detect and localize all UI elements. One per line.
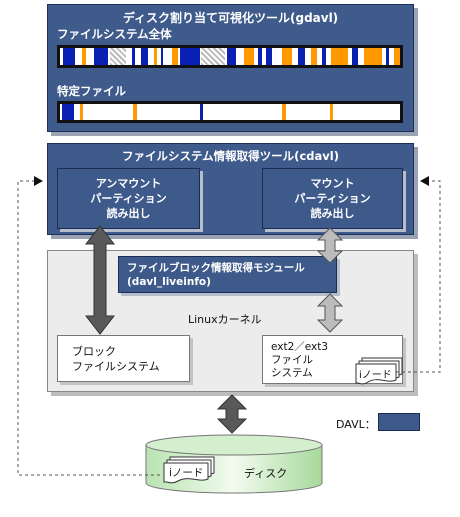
alloc-block [394, 48, 400, 65]
alloc-block [110, 48, 126, 65]
alloc-block [161, 48, 163, 65]
alloc-block [94, 48, 108, 65]
alloc-block [172, 48, 178, 65]
whole-filesystem-label: ファイルシステム全体 [57, 27, 172, 41]
alloc-block [201, 48, 225, 65]
block-fs-line-1: ブロック [72, 345, 116, 358]
alloc-block [282, 48, 292, 65]
left-dashed-arrowhead [34, 176, 43, 186]
alloc-block [227, 48, 236, 65]
unmount-line-2: パーティション [90, 192, 167, 205]
unmount-line-3: 読み出し [106, 207, 151, 220]
disk-inode-label: iノード [169, 467, 204, 479]
ext-inode-document-icon [355, 357, 403, 385]
ext-fs-line-1: ext2／ext3 [271, 341, 329, 353]
alloc-block [82, 48, 86, 65]
alloc-block [298, 48, 305, 65]
file-block [133, 104, 137, 120]
module-line-1: ファイルブロック情報取得モジュール [127, 261, 305, 274]
unmount-partition-read-box: アンマウント パーティション 読み出し [57, 168, 200, 229]
mount-partition-read-box: マウント パーティション 読み出し [262, 168, 403, 229]
linux-kernel-label: Linuxカーネル [188, 313, 262, 326]
file-block [80, 104, 83, 120]
alloc-block [154, 48, 157, 65]
ext-fs-line-2: ファイル [271, 354, 313, 366]
alloc-block [141, 48, 148, 65]
mount-line-3: 読み出し [310, 207, 355, 220]
alloc-block [352, 48, 358, 65]
file-block [200, 104, 203, 120]
alloc-block [331, 48, 348, 65]
gdavl-title: ディスク割り当て可視化ツール(gdavl) [122, 11, 339, 25]
file-block [282, 104, 286, 120]
alloc-block [244, 48, 254, 65]
whole-filesystem-allocation-bar [57, 45, 403, 68]
alloc-block [322, 48, 326, 65]
kernel-to-disk-arrow [216, 394, 248, 434]
file-block-info-module: ファイルブロック情報取得モジュール (davl_liveinfo) [118, 256, 337, 293]
alloc-block [258, 48, 262, 65]
alloc-block [311, 48, 317, 65]
block-fs-line-2: ファイルシステム [72, 360, 160, 373]
specific-file-label: 特定ファイル [57, 84, 126, 98]
legend-davl-swatch [378, 413, 420, 431]
specific-file-allocation-bar [57, 101, 403, 123]
disk-inode-document-icon [163, 456, 215, 484]
unmount-line-1: アンマウント [95, 177, 162, 190]
ext-fs-line-3: システム [271, 367, 313, 379]
right-dashed-arrowhead [420, 176, 429, 186]
cdavl-title: ファイルシステム情報取得ツール(cdavl) [122, 149, 339, 163]
legend-davl-label: DAVL： [336, 418, 376, 431]
module-line-2: (davl_liveinfo) [127, 275, 211, 288]
file-block [62, 104, 74, 120]
alloc-block [63, 48, 75, 65]
alloc-block [386, 48, 389, 65]
mount-line-2: パーティション [294, 192, 371, 205]
alloc-block [180, 48, 200, 65]
alloc-block [364, 48, 382, 65]
disk-label: ディスク [244, 467, 288, 480]
alloc-block [266, 48, 272, 65]
block-filesystem-box: ブロック ファイルシステム [57, 335, 190, 382]
file-block [330, 104, 333, 120]
mount-line-1: マウント [310, 177, 355, 190]
alloc-block [132, 48, 135, 65]
ext-inode-label: iノード [359, 370, 392, 381]
